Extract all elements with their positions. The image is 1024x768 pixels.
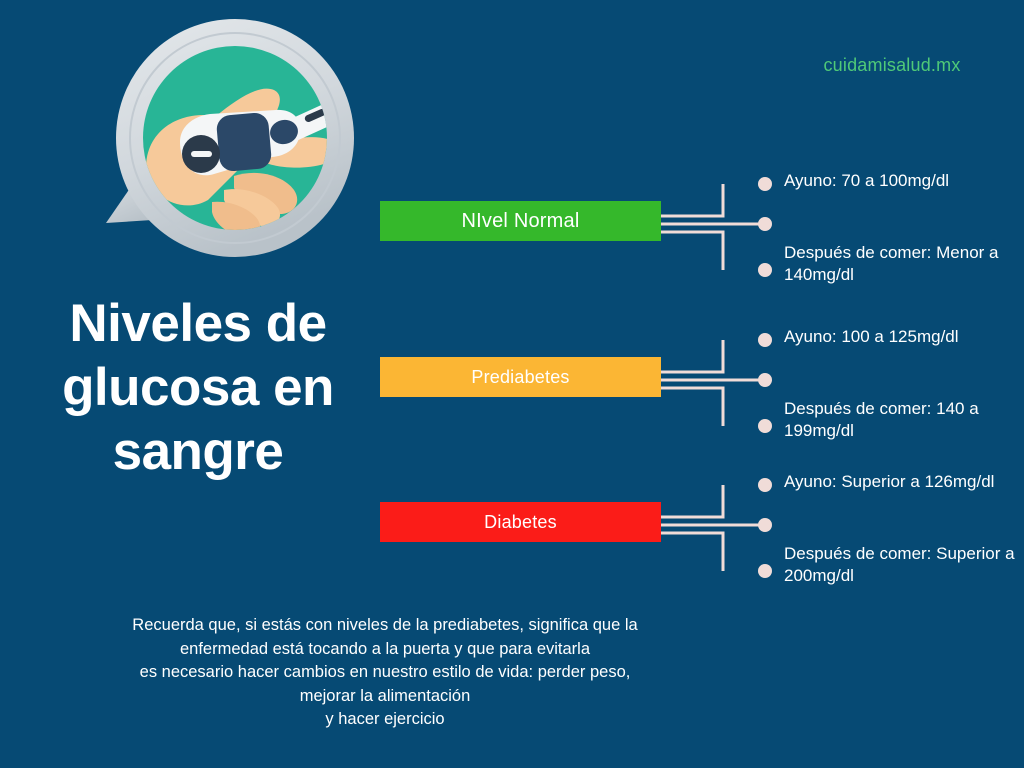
level-bar-normal[interactable]: NIvel Normal <box>380 201 661 241</box>
footer-note-line-3: es necesario hacer cambios en nuestro es… <box>139 663 631 681</box>
glucometer-screen <box>216 113 272 171</box>
level-bar-diabetes[interactable]: Diabetes <box>380 502 661 542</box>
fact-diabetes-after-meal: Después de comer: Superior a 200mg/dl <box>784 544 1015 585</box>
fact-diabetes-fasting: Ayuno: Superior a 126mg/dl <box>784 472 995 491</box>
level-row-normal: NIvel Normal Ayuno: 70 a 100mg/dl Despué… <box>380 166 1024 286</box>
glucometer-button-dash <box>191 151 212 157</box>
connector-dot-bottom <box>758 263 772 277</box>
glucometer-knob <box>270 119 298 145</box>
level-bar-normal-label: NIvel Normal <box>461 209 580 232</box>
site-credit: cuidamisalud.mx <box>823 55 961 75</box>
footer-note-line-1: Recuerda que, si estás con niveles de la… <box>132 616 638 634</box>
fact-prediabetes-after-meal: Después de comer: 140 a 199mg/dl <box>784 399 979 440</box>
page-title-line-3: sangre <box>112 422 284 481</box>
connector-dot-middle <box>758 373 772 387</box>
connector-dot-middle <box>758 217 772 231</box>
connector-normal <box>661 177 772 277</box>
fact-normal-after-meal: Después de comer: Menor a 140mg/dl <box>784 243 999 284</box>
footer-note: Recuerda que, si estás con niveles de la… <box>40 614 730 732</box>
finger-2 <box>224 189 281 227</box>
test-strip-marker <box>304 108 326 123</box>
connector-dot-bottom <box>758 564 772 578</box>
page-title: Niveles de glucosa en sangre <box>18 292 378 484</box>
fact-prediabetes-fasting: Ayuno: 100 a 125mg/dl <box>784 327 959 346</box>
footer-note-line-2: enfermedad está tocando a la puerta y qu… <box>179 639 591 658</box>
connector-dot-bottom <box>758 419 772 433</box>
fact-normal-fasting: Ayuno: 70 a 100mg/dl <box>784 171 950 190</box>
level-bar-diabetes-label: Diabetes <box>484 511 557 532</box>
connector-dot-top <box>758 333 772 347</box>
facts-normal: Ayuno: 70 a 100mg/dl Después de comer: M… <box>784 166 1024 286</box>
level-row-prediabetes: Prediabetes Ayuno: 100 a 125mg/dl Despué… <box>380 322 1024 442</box>
connector-dot-top <box>758 478 772 492</box>
finger-3 <box>212 201 260 230</box>
connector-diabetes <box>661 478 772 578</box>
facts-diabetes: Ayuno: Superior a 126mg/dl Después de co… <box>784 467 1024 587</box>
connector-dot-middle <box>758 518 772 532</box>
page-title-line-2: glucosa en <box>62 358 334 417</box>
level-bar-prediabetes-label: Prediabetes <box>471 366 570 387</box>
connector-prediabetes <box>661 333 772 433</box>
level-bar-prediabetes[interactable]: Prediabetes <box>380 357 661 397</box>
footer-note-line-5: y hacer ejercicio <box>325 710 445 728</box>
page-title-line-1: Niveles de <box>69 294 327 353</box>
connector-dot-top <box>758 177 772 191</box>
glucometer-illustration <box>88 18 370 286</box>
footer-note-line-4: mejorar la alimentación <box>299 686 471 705</box>
bubble-inner-ring <box>129 32 341 244</box>
facts-prediabetes: Ayuno: 100 a 125mg/dl Después de comer: … <box>784 322 1024 442</box>
level-row-diabetes: Diabetes Ayuno: Superior a 126mg/dl Desp… <box>380 467 1024 587</box>
